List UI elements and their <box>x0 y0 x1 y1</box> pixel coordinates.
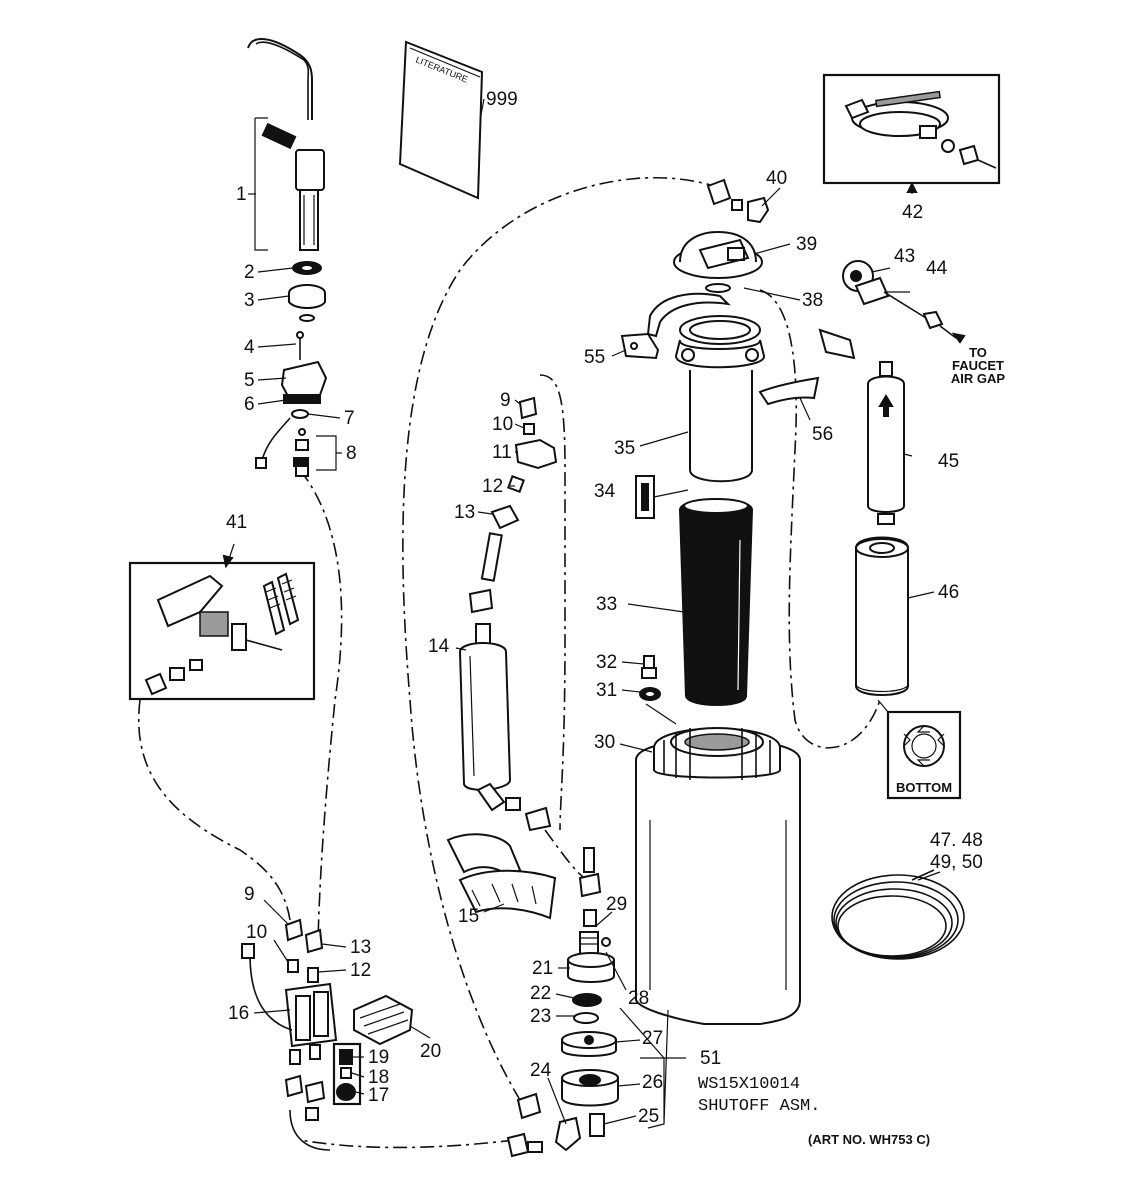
assembly-label: 51 WS15X10014 SHUTOFF ASM. <box>698 1048 820 1116</box>
cartridge-33 <box>678 498 754 706</box>
callout-6: 6 <box>244 394 255 415</box>
callout-28: 28 <box>628 988 649 1009</box>
callout-7: 7 <box>344 408 355 429</box>
sediment-housing-35 <box>674 315 765 483</box>
faucet-assembly <box>247 37 325 251</box>
tee-fitting-stack <box>468 396 558 614</box>
bottom-view-box: BOTTOM <box>877 699 962 800</box>
tubing-routes <box>137 177 881 1151</box>
callout-22: 22 <box>530 983 551 1004</box>
callout-13-top: 13 <box>454 502 475 523</box>
callout-24: 24 <box>530 1060 552 1081</box>
callout-27: 27 <box>642 1028 663 1049</box>
callout-43: 43 <box>894 246 915 267</box>
clip-34 <box>635 475 689 519</box>
literature-booklet: LITERATURE <box>398 40 484 200</box>
callout-numbers: 1 2 3 4 5 6 7 8 41 999 9 10 11 12 13 14 … <box>226 89 983 1127</box>
callout-11: 11 <box>492 442 512 463</box>
faucet-washers <box>288 261 326 322</box>
callout-33: 33 <box>596 594 617 615</box>
inset-box-42 <box>822 73 1001 185</box>
callout-16: 16 <box>228 1003 249 1024</box>
callout-34: 34 <box>594 481 616 502</box>
callout-10-top: 10 <box>492 414 513 435</box>
air-gap-fittings: TO FAUCET AIR GAP <box>842 260 1006 386</box>
callout-23: 23 <box>530 1006 551 1027</box>
callout-20: 20 <box>420 1041 441 1062</box>
air-gap-line-1: TO <box>969 345 987 360</box>
callout-5: 5 <box>244 370 255 391</box>
callout-42: 42 <box>902 202 923 223</box>
mounting-clip-20 <box>353 994 414 1046</box>
inset-box-41 <box>128 561 316 701</box>
callout-19: 19 <box>368 1047 389 1068</box>
tubing-coil <box>831 869 965 960</box>
callout-14: 14 <box>428 636 450 657</box>
filter-cartridge-46 <box>855 536 909 696</box>
callout-30: 30 <box>594 732 615 753</box>
callout-12-bottom: 12 <box>350 960 371 981</box>
housing-cap-39 <box>673 230 763 293</box>
callout-45: 45 <box>938 451 959 472</box>
callout-26: 26 <box>642 1072 663 1093</box>
callout-55: 55 <box>584 347 605 368</box>
leader-lines <box>222 98 941 1129</box>
callout-41: 41 <box>226 512 247 533</box>
callout-21: 21 <box>532 958 553 979</box>
bottom-label: BOTTOM <box>896 780 952 795</box>
callout-38: 38 <box>802 290 823 311</box>
callout-9-bottom: 9 <box>244 884 255 905</box>
assembly-part-no: WS15X10014 <box>698 1075 800 1094</box>
assembly-number: 51 <box>700 1048 721 1069</box>
inline-filter-14 <box>458 623 521 812</box>
inlet-valve-module-16 <box>241 918 338 1121</box>
callout-39: 39 <box>796 234 817 255</box>
faucet-base <box>255 331 328 469</box>
callout-10-bottom: 10 <box>246 922 267 943</box>
bracket-15 <box>446 806 557 920</box>
callout-1: 1 <box>236 184 247 205</box>
callout-29: 29 <box>606 894 627 915</box>
callout-8: 8 <box>346 443 357 464</box>
callout-32: 32 <box>596 652 617 673</box>
callout-999: 999 <box>486 89 518 110</box>
callout-47-48: 47. 48 <box>930 830 983 851</box>
callout-25: 25 <box>638 1106 659 1127</box>
callout-17: 17 <box>368 1085 389 1106</box>
elbow-fitting-40 <box>706 178 770 224</box>
parts-box-17-19 <box>332 1042 362 1106</box>
callout-2: 2 <box>244 262 255 283</box>
callout-49-50: 49, 50 <box>930 852 983 873</box>
callout-35: 35 <box>614 438 635 459</box>
callout-44: 44 <box>926 258 948 279</box>
callout-31: 31 <box>596 680 617 701</box>
bracket-56 <box>758 328 856 406</box>
assembly-name: SHUTOFF ASM. <box>698 1097 820 1116</box>
callout-56: 56 <box>812 424 833 445</box>
callout-9-top: 9 <box>500 390 511 411</box>
valve-32-washer-31 <box>639 655 661 701</box>
callout-40: 40 <box>766 168 787 189</box>
fitting-stack-8 <box>293 428 309 477</box>
callout-18: 18 <box>368 1067 389 1088</box>
postfilter-45 <box>867 361 905 525</box>
air-gap-line-3: AIR GAP <box>951 371 1006 386</box>
bracket-55 <box>620 332 660 360</box>
callout-3: 3 <box>244 290 255 311</box>
callout-46: 46 <box>938 582 959 603</box>
callout-13-bottom: 13 <box>350 937 371 958</box>
tank-30 <box>635 727 801 1025</box>
callout-15: 15 <box>458 906 479 927</box>
callout-4: 4 <box>244 337 255 358</box>
callout-12-top: 12 <box>482 476 503 497</box>
art-number: (ART NO. WH753 C) <box>808 1132 930 1147</box>
air-gap-line-2: FAUCET <box>952 358 1004 373</box>
bracket-strap-38 <box>646 292 731 338</box>
shutoff-assembly <box>506 847 619 1158</box>
